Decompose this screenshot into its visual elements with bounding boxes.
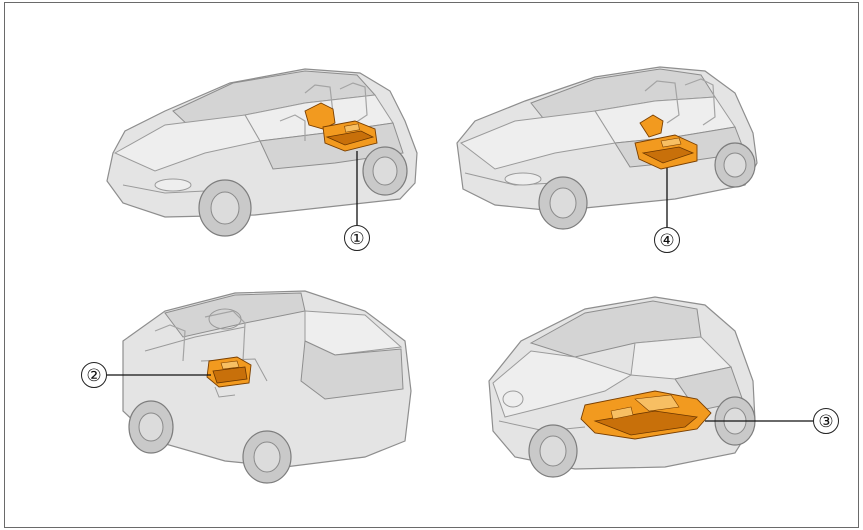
callout-4: ④ bbox=[654, 227, 680, 253]
car-panel-top-right: ④ bbox=[435, 3, 855, 268]
diagram-frame: ① ④ bbox=[4, 2, 859, 528]
hatchback-car-illustration-2 bbox=[435, 3, 855, 268]
minicar-illustration bbox=[435, 271, 855, 527]
hatchback-car-illustration bbox=[5, 3, 435, 268]
callout-2: ② bbox=[81, 362, 107, 388]
callout-1: ① bbox=[344, 225, 370, 251]
car-panel-top-left: ① bbox=[5, 3, 435, 268]
callout-3: ③ bbox=[813, 408, 839, 434]
minivan-car-illustration bbox=[5, 271, 435, 527]
car-panel-bottom-left: ② bbox=[5, 271, 435, 527]
car-panel-bottom-right: ③ bbox=[435, 271, 855, 527]
